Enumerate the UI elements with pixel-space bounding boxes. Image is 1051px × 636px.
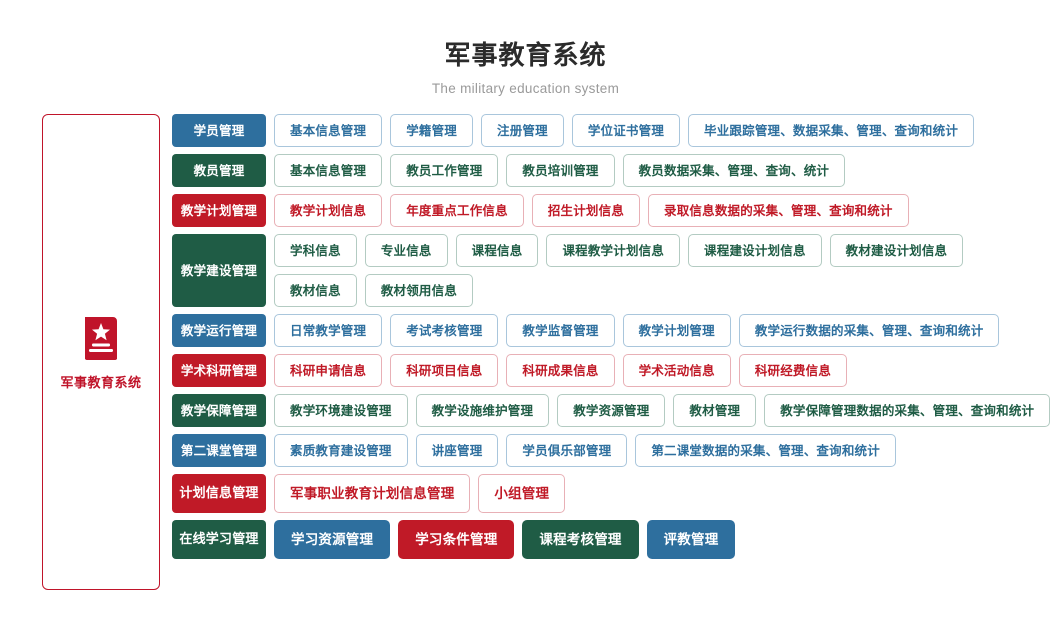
module-item-button[interactable]: 素质教育建设管理 xyxy=(274,434,408,468)
module-item-button[interactable]: 科研成果信息 xyxy=(506,354,615,388)
module-item-line: 教学环境建设管理教学设施维护管理教学资源管理教材管理教学保障管理数据的采集、管理… xyxy=(274,394,1051,428)
module-item-button[interactable]: 教学设施维护管理 xyxy=(415,394,550,428)
module-item-button[interactable]: 基本信息管理 xyxy=(274,114,383,148)
category-button[interactable]: 第二课堂管理 xyxy=(172,434,266,468)
module-item-button[interactable]: 学习条件管理 xyxy=(398,520,515,560)
module-item-button[interactable]: 学员俱乐部管理 xyxy=(506,434,628,468)
module-item-button[interactable]: 学位证书管理 xyxy=(571,114,681,148)
module-item-line: 基本信息管理学籍管理注册管理学位证书管理毕业跟踪管理、数据采集、管理、查询和统计 xyxy=(274,114,975,148)
page-header: 军事教育系统 The military education system xyxy=(0,0,1051,96)
module-item-button[interactable]: 教材领用信息 xyxy=(364,274,474,308)
module-item-button[interactable]: 教材信息 xyxy=(274,274,357,308)
module-item-line: 教学计划信息年度重点工作信息招生计划信息录取信息数据的采集、管理、查询和统计 xyxy=(274,194,909,228)
system-logo-panel[interactable]: 军事教育系统 xyxy=(42,114,160,591)
module-item-button[interactable]: 注册管理 xyxy=(481,114,564,148)
module-item-group: 学科信息专业信息课程信息课程教学计划信息课程建设计划信息教材建设计划信息教材信息… xyxy=(274,234,964,308)
page-title: 军事教育系统 xyxy=(444,40,607,70)
module-item-button[interactable]: 学科信息 xyxy=(274,234,357,268)
content-area: 军事教育系统 学员管理基本信息管理学籍管理注册管理学位证书管理毕业跟踪管理、数据… xyxy=(0,96,1051,591)
module-item-group: 基本信息管理教员工作管理教员培训管理教员数据采集、管理、查询、统计 xyxy=(274,154,846,188)
module-row: 教员管理基本信息管理教员工作管理教员培训管理教员数据采集、管理、查询、统计 xyxy=(172,154,1050,188)
module-item-group: 素质教育建设管理讲座管理学员俱乐部管理第二课堂数据的采集、管理、查询和统计 xyxy=(274,434,896,468)
module-item-button[interactable]: 课程教学计划信息 xyxy=(546,234,681,268)
module-item-button[interactable]: 毕业跟踪管理、数据采集、管理、查询和统计 xyxy=(688,114,975,148)
module-row: 学术科研管理科研申请信息科研项目信息科研成果信息学术活动信息科研经费信息 xyxy=(172,354,1050,388)
module-item-button[interactable]: 考试考核管理 xyxy=(390,314,499,348)
module-item-button[interactable]: 招生计划信息 xyxy=(531,194,641,228)
module-item-group: 日常教学管理考试考核管理教学监督管理教学计划管理教学运行数据的采集、管理、查询和… xyxy=(274,314,1000,348)
module-item-line: 日常教学管理考试考核管理教学监督管理教学计划管理教学运行数据的采集、管理、查询和… xyxy=(274,314,1000,348)
category-button[interactable]: 计划信息管理 xyxy=(172,474,266,514)
module-item-button[interactable]: 军事职业教育计划信息管理 xyxy=(274,474,471,514)
module-item-group: 学习资源管理学习条件管理课程考核管理评教管理 xyxy=(274,520,736,560)
page-subtitle: The military education system xyxy=(431,81,620,97)
module-item-line: 学科信息专业信息课程信息课程教学计划信息课程建设计划信息教材建设计划信息 xyxy=(274,234,964,268)
module-item-line: 军事职业教育计划信息管理小组管理 xyxy=(274,474,566,514)
module-item-line: 学习资源管理学习条件管理课程考核管理评教管理 xyxy=(274,520,736,560)
module-row: 第二课堂管理素质教育建设管理讲座管理学员俱乐部管理第二课堂数据的采集、管理、查询… xyxy=(172,434,1050,468)
module-row: 学员管理基本信息管理学籍管理注册管理学位证书管理毕业跟踪管理、数据采集、管理、查… xyxy=(172,114,1050,148)
module-item-button[interactable]: 教学计划信息 xyxy=(274,194,383,228)
module-row: 教学计划管理教学计划信息年度重点工作信息招生计划信息录取信息数据的采集、管理、查… xyxy=(172,194,1050,228)
category-button[interactable]: 教学计划管理 xyxy=(172,194,266,228)
category-button[interactable]: 在线学习管理 xyxy=(172,520,266,560)
module-row: 教学建设管理学科信息专业信息课程信息课程教学计划信息课程建设计划信息教材建设计划… xyxy=(172,234,1050,308)
module-item-button[interactable]: 课程信息 xyxy=(455,234,539,268)
category-button[interactable]: 教员管理 xyxy=(172,154,266,188)
module-item-line: 科研申请信息科研项目信息科研成果信息学术活动信息科研经费信息 xyxy=(274,354,848,388)
category-button[interactable]: 教学建设管理 xyxy=(172,234,266,308)
module-item-group: 教学环境建设管理教学设施维护管理教学资源管理教材管理教学保障管理数据的采集、管理… xyxy=(274,394,1051,428)
category-button[interactable]: 教学保障管理 xyxy=(172,394,266,428)
module-item-button[interactable]: 小组管理 xyxy=(478,474,566,514)
module-item-button[interactable]: 教员数据采集、管理、查询、统计 xyxy=(622,154,846,188)
module-item-line: 教材信息教材领用信息 xyxy=(274,274,963,308)
category-button[interactable]: 教学运行管理 xyxy=(172,314,266,348)
module-row: 在线学习管理学习资源管理学习条件管理课程考核管理评教管理 xyxy=(172,520,1050,560)
module-row: 计划信息管理军事职业教育计划信息管理小组管理 xyxy=(172,474,1050,514)
module-item-group: 科研申请信息科研项目信息科研成果信息学术活动信息科研经费信息 xyxy=(274,354,848,388)
module-item-button[interactable]: 教员培训管理 xyxy=(506,154,615,188)
module-item-button[interactable]: 教材管理 xyxy=(673,394,757,428)
module-rows: 学员管理基本信息管理学籍管理注册管理学位证书管理毕业跟踪管理、数据采集、管理、查… xyxy=(172,114,1051,560)
system-logo-label: 军事教育系统 xyxy=(60,374,142,390)
module-item-line: 素质教育建设管理讲座管理学员俱乐部管理第二课堂数据的采集、管理、查询和统计 xyxy=(274,434,896,468)
module-item-button[interactable]: 科研经费信息 xyxy=(738,354,848,388)
module-item-group: 军事职业教育计划信息管理小组管理 xyxy=(274,474,566,514)
module-item-group: 基本信息管理学籍管理注册管理学位证书管理毕业跟踪管理、数据采集、管理、查询和统计 xyxy=(274,114,975,148)
module-item-button[interactable]: 教学监督管理 xyxy=(506,314,615,348)
category-button[interactable]: 学员管理 xyxy=(172,114,266,148)
module-item-button[interactable]: 科研申请信息 xyxy=(274,354,383,388)
module-item-button[interactable]: 学习资源管理 xyxy=(274,520,391,560)
module-item-button[interactable]: 课程考核管理 xyxy=(522,520,639,560)
module-item-button[interactable]: 课程建设计划信息 xyxy=(688,234,822,268)
module-row: 教学保障管理教学环境建设管理教学设施维护管理教学资源管理教材管理教学保障管理数据… xyxy=(172,394,1051,428)
module-item-button[interactable]: 日常教学管理 xyxy=(274,314,383,348)
category-button[interactable]: 学术科研管理 xyxy=(172,354,266,388)
module-item-button[interactable]: 教学保障管理数据的采集、管理、查询和统计 xyxy=(764,394,1051,428)
module-item-button[interactable]: 教学资源管理 xyxy=(557,394,666,428)
module-item-button[interactable]: 基本信息管理 xyxy=(274,154,383,188)
module-item-button[interactable]: 录取信息数据的采集、管理、查询和统计 xyxy=(648,194,909,228)
book-star-icon xyxy=(79,314,123,362)
module-item-button[interactable]: 学籍管理 xyxy=(390,114,474,148)
module-item-group: 教学计划信息年度重点工作信息招生计划信息录取信息数据的采集、管理、查询和统计 xyxy=(274,194,909,228)
module-item-button[interactable]: 年度重点工作信息 xyxy=(390,194,524,228)
module-item-button[interactable]: 学术活动信息 xyxy=(622,354,731,388)
module-item-button[interactable]: 讲座管理 xyxy=(415,434,499,468)
module-row: 教学运行管理日常教学管理考试考核管理教学监督管理教学计划管理教学运行数据的采集、… xyxy=(172,314,1050,348)
module-item-button[interactable]: 教学运行数据的采集、管理、查询和统计 xyxy=(738,314,1000,348)
module-item-button[interactable]: 专业信息 xyxy=(364,234,448,268)
module-item-button[interactable]: 第二课堂数据的采集、管理、查询和统计 xyxy=(635,434,896,468)
module-item-button[interactable]: 评教管理 xyxy=(646,520,736,560)
module-item-button[interactable]: 教材建设计划信息 xyxy=(829,234,964,268)
module-item-button[interactable]: 教学环境建设管理 xyxy=(274,394,408,428)
module-item-line: 基本信息管理教员工作管理教员培训管理教员数据采集、管理、查询、统计 xyxy=(274,154,846,188)
module-item-button[interactable]: 教员工作管理 xyxy=(390,154,499,188)
module-item-button[interactable]: 科研项目信息 xyxy=(390,354,499,388)
module-item-button[interactable]: 教学计划管理 xyxy=(622,314,731,348)
